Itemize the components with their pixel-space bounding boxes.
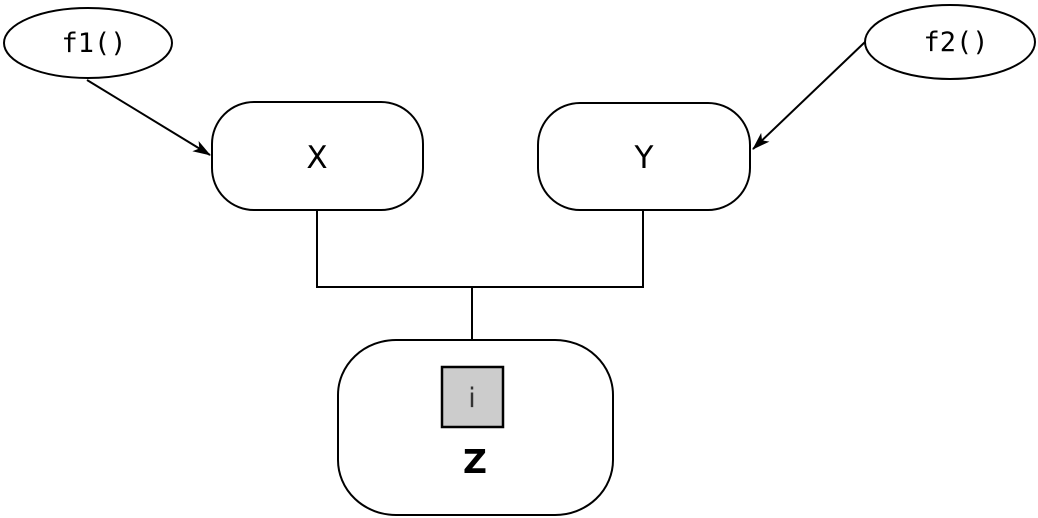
node-f2-label: f2() [923, 27, 988, 58]
node-f1-label: f1() [61, 28, 126, 59]
edge-xy-merge-connector [316, 210, 644, 288]
node-f1: f1() [3, 7, 173, 79]
node-f1-ellipse [3, 7, 173, 79]
node-x-box [211, 101, 424, 211]
edge-f1-to-x-arrow [86, 79, 211, 156]
node-f2-ellipse [864, 4, 1036, 80]
node-x: X [211, 101, 424, 211]
node-y-label: Y [634, 140, 654, 176]
node-y: Y [537, 102, 751, 211]
node-y-box [537, 102, 751, 211]
node-z-index-badge [440, 365, 505, 429]
node-z-index-badge-label: i [468, 383, 476, 414]
node-x-label: X [306, 140, 327, 176]
edge-f2-to-y-arrow [752, 41, 866, 150]
node-z: i Z [337, 339, 614, 516]
node-f2: f2() [864, 4, 1036, 80]
node-z-label: Z [463, 442, 487, 481]
